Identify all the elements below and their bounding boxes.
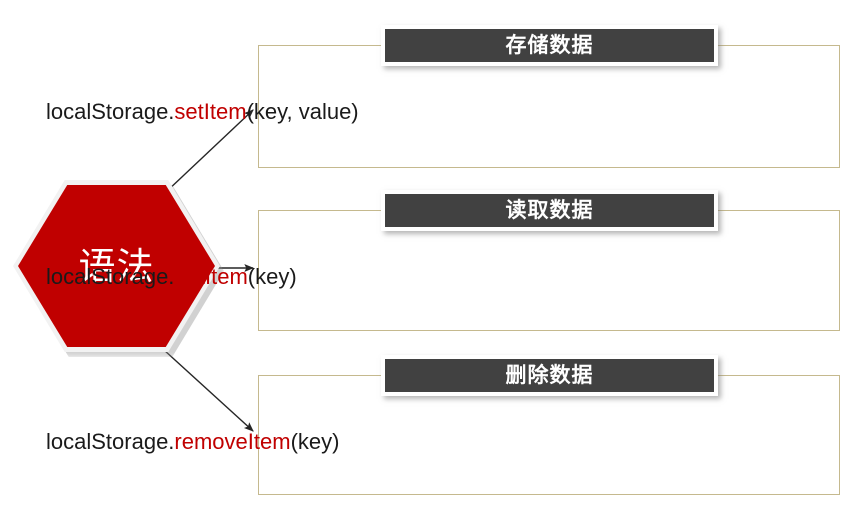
branch-2-code-method: getItem [174, 264, 248, 289]
root-node-hexagon[interactable]: 语法 [13, 180, 224, 357]
branch-3-header-label: 删除数据 [505, 363, 594, 387]
branch-3-code-method: removeItem [174, 429, 291, 454]
branch-1-header-label: 存储数据 [505, 33, 594, 57]
branch-1-code: localStorage.setItem(key, value) [46, 99, 359, 125]
branch-2-code-prefix: localStorage. [46, 264, 175, 289]
branch-3-code-suffix: (key) [290, 429, 340, 454]
branch-2-code: localStorage.getItem(key) [46, 264, 297, 290]
branch-3-code: localStorage.removeItem(key) [46, 429, 339, 455]
branch-3-header[interactable]: 删除数据 [381, 355, 718, 396]
branch-1-code-prefix: localStorage. [46, 99, 175, 124]
arrow-to-delete-line [163, 349, 254, 432]
branch-2-header-label: 读取数据 [505, 198, 594, 222]
root-node-label: 语法 [78, 244, 155, 288]
branch-2-header[interactable]: 读取数据 [381, 190, 718, 231]
branch-1-code-method: setItem [174, 99, 247, 124]
branch-1-header[interactable]: 存储数据 [381, 25, 718, 66]
branch-1-code-suffix: (key, value) [246, 99, 359, 124]
branch-3-code-prefix: localStorage. [46, 429, 175, 454]
branch-2-code-suffix: (key) [247, 264, 297, 289]
